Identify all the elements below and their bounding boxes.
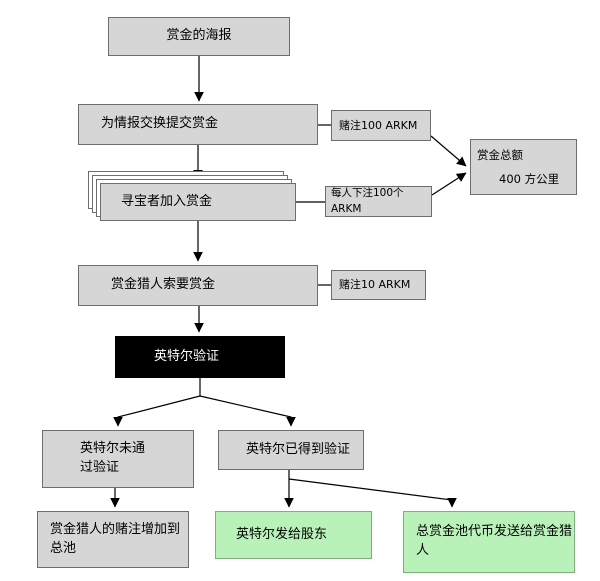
node-verified-label: 英特尔已得到验证 [246,441,351,457]
node-stake-10-arkm-label: 赌注10 ARKM [339,278,411,292]
node-intel-verification-label: 英特尔验证 [154,348,220,364]
node-pool-increase: 赏金猎人的赌注增加到 总池 [37,511,189,568]
node-bounty-poster-label: 赏金的海报 [166,28,232,44]
node-send-shareholders-label: 英特尔发给股东 [236,526,328,542]
node-send-shareholders: 英特尔发给股东 [215,511,372,559]
node-send-hunters-label: 总赏金池代币发送给赏金猎 人 [416,524,573,558]
node-stake-each-label: 每人下注100个ARKM [331,187,404,215]
node-claim-bounty: 赏金猎人索要赏金 [78,265,318,306]
node-verified: 英特尔已得到验证 [218,430,364,470]
node-hunters-join-label: 寻宝者加入赏金 [121,193,213,209]
node-not-verified-label: 英特尔未通 过验证 [80,441,146,475]
node-stake-10-arkm: 赌注10 ARKM [331,270,426,300]
node-stake-each: 每人下注100个ARKM [325,186,432,217]
node-pool-increase-label: 赏金猎人的赌注增加到 总池 [50,521,181,556]
node-submit-bounty: 为情报交换提交赏金 [78,104,318,145]
node-bounty-poster: 赏金的海报 [108,17,290,56]
node-send-hunters: 总赏金池代币发送给赏金猎 人 [403,511,575,573]
node-bounty-total-title: 赏金总额 [477,148,523,162]
node-bounty-total: 赏金总额 400 方公里 [470,139,577,195]
node-claim-bounty-label: 赏金猎人索要赏金 [111,277,216,293]
node-stake-100-arkm: 赌注100 ARKM [331,110,431,141]
node-submit-bounty-label: 为情报交换提交赏金 [101,116,219,132]
node-stake-100-arkm-label: 赌注100 ARKM [339,118,418,132]
node-bounty-total-value: 400 方公里 [499,171,560,186]
node-intel-verification: 英特尔验证 [115,336,285,378]
node-hunters-join: 寻宝者加入赏金 [100,183,296,221]
node-not-verified: 英特尔未通 过验证 [42,430,194,488]
